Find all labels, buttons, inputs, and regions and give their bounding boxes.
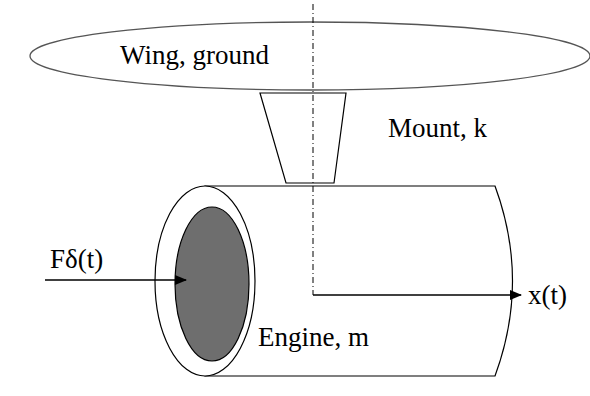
engine-face bbox=[155, 186, 255, 376]
part-label: Engine, m bbox=[258, 322, 369, 352]
engine-cylinder: Engine, m bbox=[154, 184, 518, 378]
displacement-arrow bbox=[313, 294, 521, 295]
force-label: Fδ(t) bbox=[50, 244, 103, 274]
force-arrow bbox=[45, 279, 186, 280]
center-line bbox=[313, 4, 314, 295]
engine-inlet bbox=[175, 207, 249, 361]
wing-ellipse-outline bbox=[28, 20, 590, 92]
part-label: Mount, k bbox=[388, 113, 487, 143]
displacement-label: x(t) bbox=[528, 280, 567, 310]
mount-outline bbox=[260, 93, 346, 183]
wing-ellipse: Wing, ground bbox=[28, 20, 590, 92]
mount-trapezoid: Mount, k bbox=[258, 92, 348, 184]
part-label: Wing, ground bbox=[120, 40, 269, 70]
mount-trapezoid-outline bbox=[258, 92, 348, 184]
wing-outline bbox=[30, 22, 590, 90]
